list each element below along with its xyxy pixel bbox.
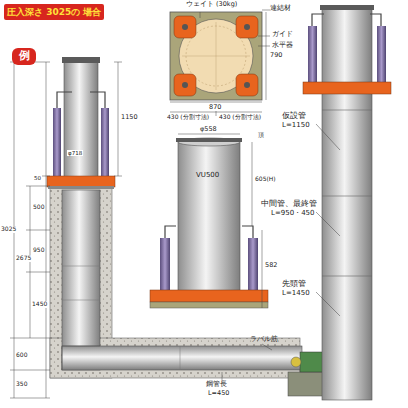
part-label: 連結材 bbox=[270, 5, 291, 13]
dimension: 605(H) bbox=[254, 176, 277, 183]
dimension: 1150 bbox=[120, 114, 139, 121]
example-tag: 例 bbox=[12, 48, 36, 65]
dimension: 50 bbox=[33, 175, 42, 181]
pipe-label: 仮設管 bbox=[282, 112, 306, 121]
node-text: 圧入深さ 3025の 場合 bbox=[7, 7, 101, 17]
pipe-label: 鋼管長 bbox=[206, 381, 227, 388]
dimension: φ718 bbox=[67, 150, 83, 156]
pipe-label: L=1150 bbox=[282, 122, 310, 130]
dimension: 430 (分割寸法) bbox=[166, 114, 210, 121]
title-badge: 圧入深さ 3025の 場合 bbox=[4, 4, 104, 20]
node-text: 例 bbox=[14, 50, 34, 63]
part-label: ラバル筋 bbox=[250, 336, 278, 343]
weight-label: ウェイト (30kg) bbox=[186, 1, 237, 8]
dimension: 1450 bbox=[31, 301, 48, 308]
dimension: 3025 bbox=[0, 226, 17, 233]
dimension: 430 (分割寸法) bbox=[218, 114, 262, 121]
dimension: 2675 bbox=[15, 255, 32, 262]
pipe-label: 先頭管 bbox=[282, 280, 306, 289]
dimension: φ558 bbox=[199, 126, 218, 133]
pipe-label: 中間管、最終管 bbox=[261, 200, 317, 208]
pipe-label: L=950・450 bbox=[271, 210, 315, 218]
dimension: 500 bbox=[32, 204, 45, 211]
dimension: 950 bbox=[32, 247, 45, 254]
part-label: 水平器 bbox=[272, 42, 293, 50]
dimension: 582 bbox=[264, 262, 278, 269]
pipe-label: VU500 bbox=[196, 172, 219, 180]
pipe-label: L=1450 bbox=[282, 290, 310, 298]
part-label: ガイド bbox=[272, 31, 293, 39]
pipe-label: L=450 bbox=[208, 390, 229, 397]
part-label: 頂 bbox=[258, 132, 264, 139]
dimension: 350 bbox=[15, 381, 28, 388]
dimension: 790 bbox=[269, 52, 283, 59]
dimension: 600 bbox=[15, 352, 28, 359]
dimension: 870 bbox=[208, 104, 222, 111]
